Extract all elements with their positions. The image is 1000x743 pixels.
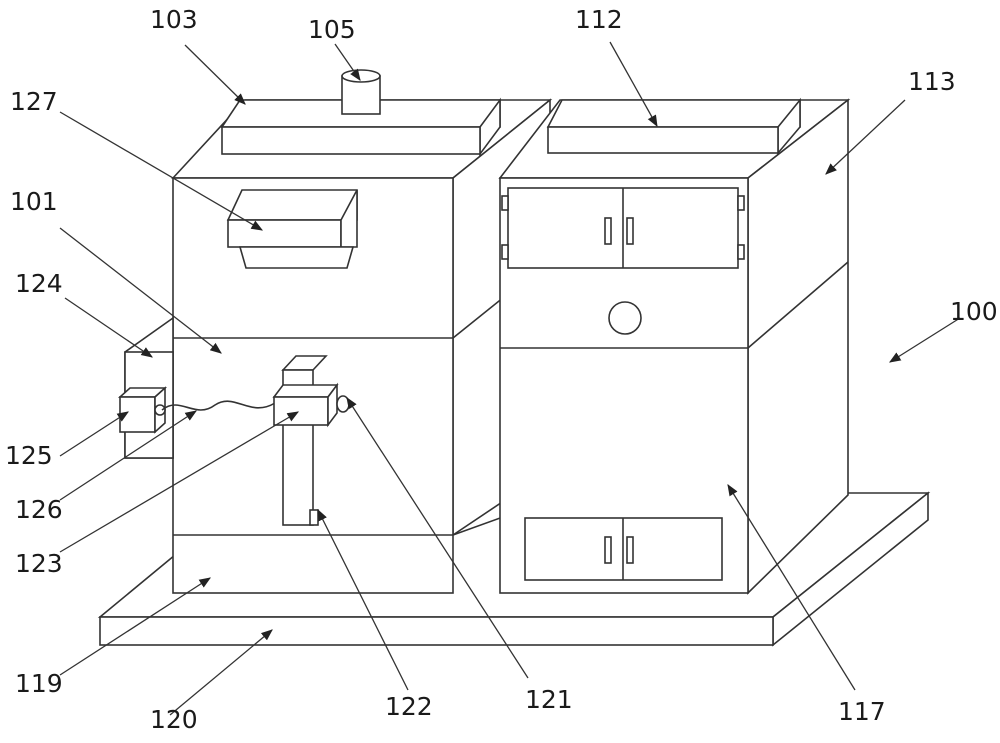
cable bbox=[161, 400, 276, 411]
reference-labels: 103 105 112 113 127 101 124 100 125 126 … bbox=[5, 5, 998, 734]
leader-lines bbox=[59, 41, 961, 716]
label-124: 124 bbox=[15, 269, 63, 298]
label-100: 100 bbox=[950, 297, 998, 326]
label-127: 127 bbox=[10, 87, 58, 116]
label-101: 101 bbox=[10, 187, 58, 216]
feed-hopper bbox=[226, 189, 358, 269]
label-126: 126 bbox=[15, 495, 63, 524]
label-112: 112 bbox=[575, 5, 623, 34]
label-119: 119 bbox=[15, 669, 63, 698]
upper-doors bbox=[501, 187, 745, 269]
label-120: 120 bbox=[150, 705, 198, 734]
vent-pipe bbox=[341, 69, 381, 115]
label-125: 125 bbox=[5, 441, 53, 470]
motor bbox=[117, 386, 168, 434]
label-121: 121 bbox=[525, 685, 573, 714]
lower-doors bbox=[524, 517, 723, 581]
label-123: 123 bbox=[15, 549, 63, 578]
label-105: 105 bbox=[308, 15, 356, 44]
label-122: 122 bbox=[385, 692, 433, 721]
label-117: 117 bbox=[838, 697, 886, 726]
left-housing bbox=[171, 98, 553, 594]
label-113: 113 bbox=[908, 67, 956, 96]
label-103: 103 bbox=[150, 5, 198, 34]
right-cover bbox=[546, 97, 801, 156]
